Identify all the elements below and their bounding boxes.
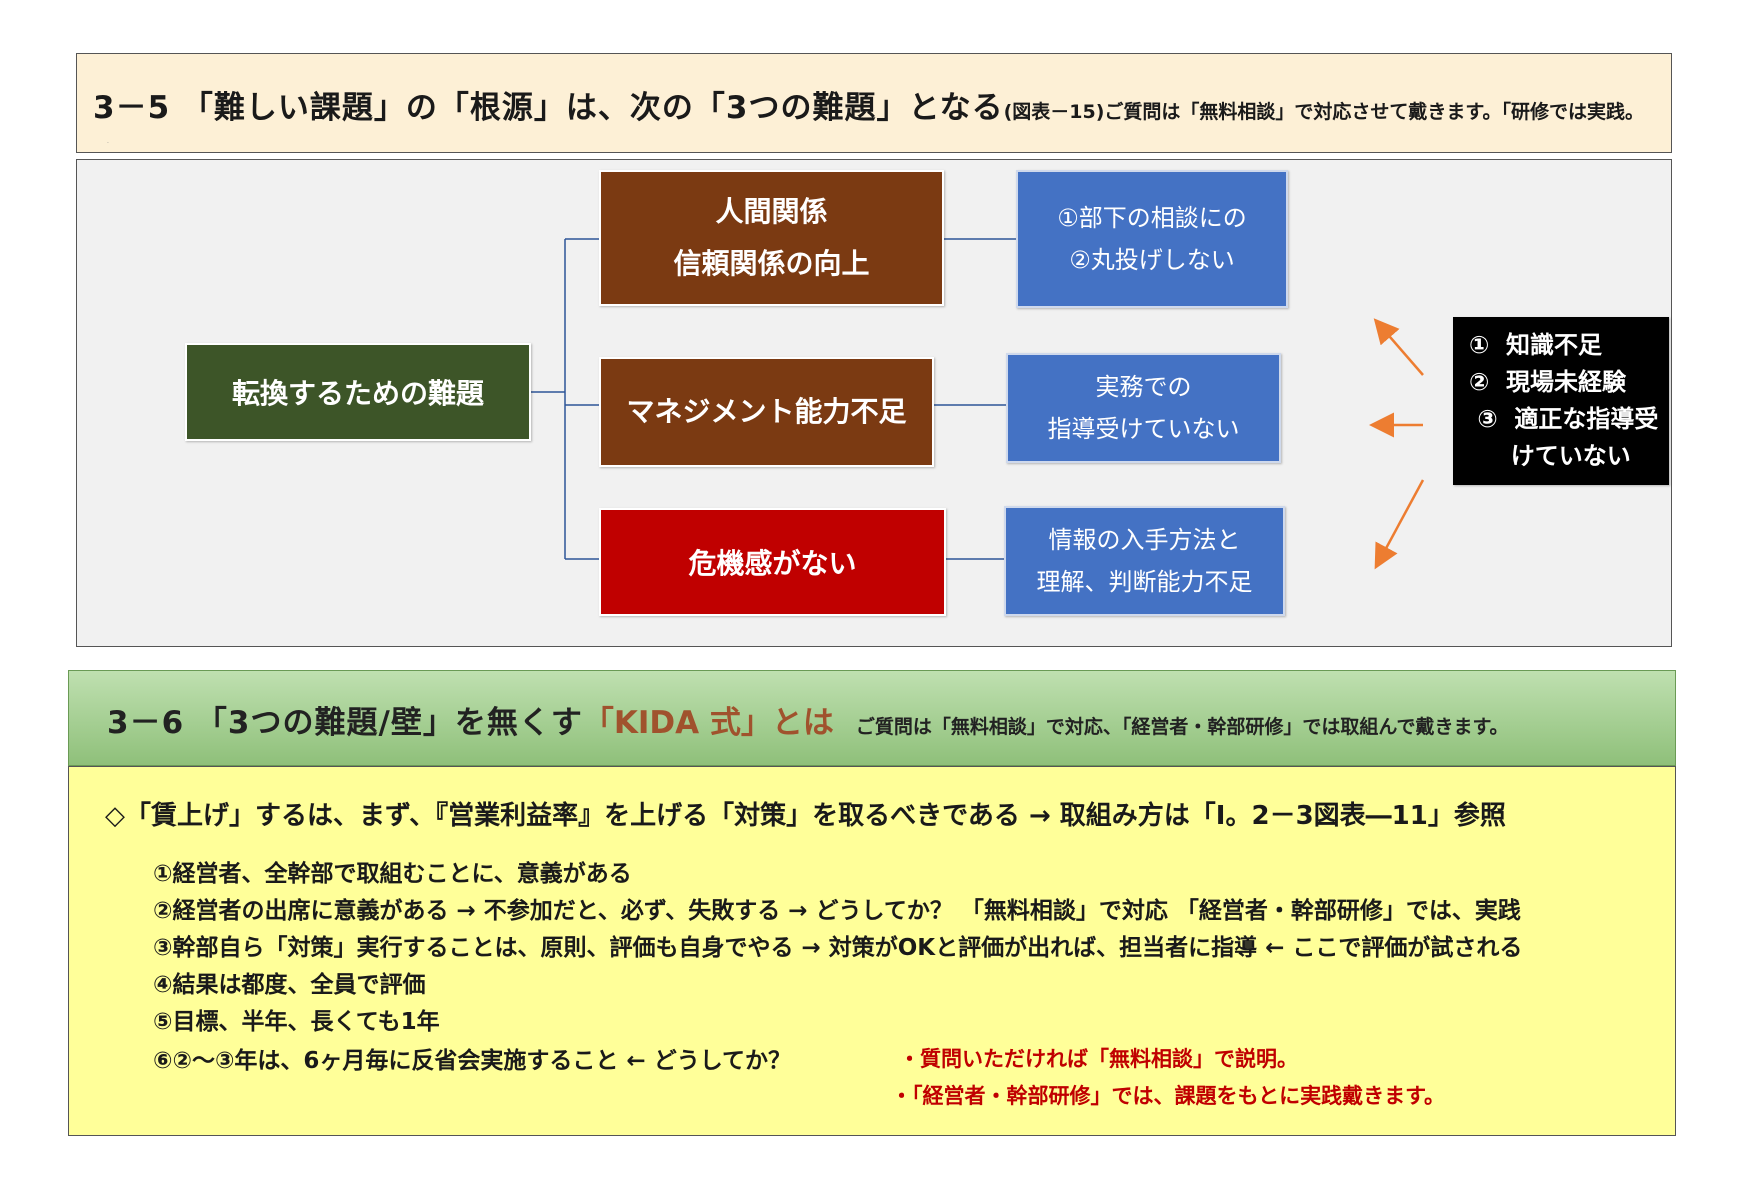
arrow-down: [1374, 479, 1425, 570]
policy-item-4: ④結果は都度、全員で評価: [153, 972, 426, 998]
stray-dot: .: [107, 138, 109, 145]
detail-1-line-1: ①部下の相談にの: [1057, 204, 1247, 232]
branch-3-line-1: 危機感がない: [688, 547, 857, 580]
branch-box-3: 危機感がない: [599, 508, 946, 616]
policy-note-2: ・「経営者・幹部研修」では、課題をもとに実践戴きます。: [891, 1084, 1445, 1108]
section-35-subtitle: (図表－15)ご質問は「無料相談」で対応させて戴きます。「研修では実践。: [1003, 101, 1644, 123]
policy-item-5: ⑤目標、半年、長くても1年: [153, 1009, 440, 1035]
section-36-title: 3－6 「3つの難題/壁」を無くす: [107, 705, 583, 741]
branch-box-2: マネジメント能力不足: [599, 357, 934, 467]
policy-panel: ◇「賃上げ」するは、まず、『営業利益率』を上げる「対策」を取るべきである → 取…: [68, 766, 1676, 1136]
branch-2-line-1: マネジメント能力不足: [626, 395, 907, 428]
section-35-title: 3－5 「難しい課題」の「根源」は、次の「3つの難題」となる: [93, 90, 1004, 126]
detail-box-1: ①部下の相談にの ②丸投げしない: [1016, 170, 1288, 308]
arrow-up: [1373, 318, 1424, 376]
policy-lead: ◇「賃上げ」するは、まず、『営業利益率』を上げる「対策」を取るべきである → 取…: [105, 801, 1506, 831]
section-36-header: 3－6 「3つの難題/壁」を無くす「KIDA 式」とはご質問は「無料相談」で対応…: [68, 670, 1676, 766]
policy-item-2: ②経営者の出席に意義がある → 不参加だと、必ず、失敗する → どうしてか？ 「…: [153, 898, 1521, 924]
detail-3-line-2: 理解、判断能力不足: [1036, 568, 1253, 596]
cause-2: ② 現場未経験: [1469, 368, 1627, 396]
root-box: 転換するための難題: [185, 343, 531, 441]
policy-note-1: ・質問いただければ「無料相談」で説明。: [899, 1047, 1298, 1071]
detail-1-line-2: ②丸投げしない: [1069, 246, 1235, 274]
branch-1-line-1: 人間関係: [715, 195, 828, 228]
branch-1-line-2: 信頼関係の向上: [673, 247, 870, 280]
section-35-header: 3－5 「難しい課題」の「根源」は、次の「3つの難題」となる(図表－15)ご質問…: [76, 53, 1672, 153]
policy-item-3: ③幹部自ら「対策」実行することは、原則、評価も自身でやる → 対策がOKと評価が…: [153, 935, 1523, 961]
detail-box-3: 情報の入手方法と 理解、判断能力不足: [1004, 506, 1285, 616]
policy-item-6: ⑥②～③年は、6ヶ月毎に反省会実施すること ← どうしてか？: [153, 1048, 792, 1074]
detail-box-2: 実務での 指導受けていない: [1006, 353, 1281, 463]
detail-2-line-2: 指導受けていない: [1047, 415, 1240, 443]
cause-1: ① 知識不足: [1469, 331, 1603, 359]
causes-box: ① 知識不足 ② 現場未経験 ③ 適正な指導受 けていない: [1453, 317, 1669, 485]
cause-3-cont: けていない: [1469, 442, 1631, 470]
connector-lines: [531, 238, 1425, 570]
branch-box-1: 人間関係 信頼関係の向上: [599, 170, 944, 306]
policy-item-1: ①経営者、全幹部で取組むことに、意義がある: [153, 861, 632, 887]
section-36-subtitle: ご質問は「無料相談」で対応、「経営者・幹部研修」では取組んで戴きます。: [855, 716, 1509, 738]
cause-3: ③ 適正な指導受: [1469, 405, 1659, 433]
root-label: 転換するための難題: [231, 377, 484, 410]
detail-2-line-1: 実務での: [1095, 373, 1192, 401]
section-36-highlight: 「KIDA 式」とは: [582, 705, 834, 741]
diagram-panel: 転換するための難題 人間関係 信頼関係の向上 マネジメント能力不足 危機感がない…: [76, 159, 1672, 647]
detail-3-line-1: 情報の入手方法と: [1048, 526, 1241, 554]
